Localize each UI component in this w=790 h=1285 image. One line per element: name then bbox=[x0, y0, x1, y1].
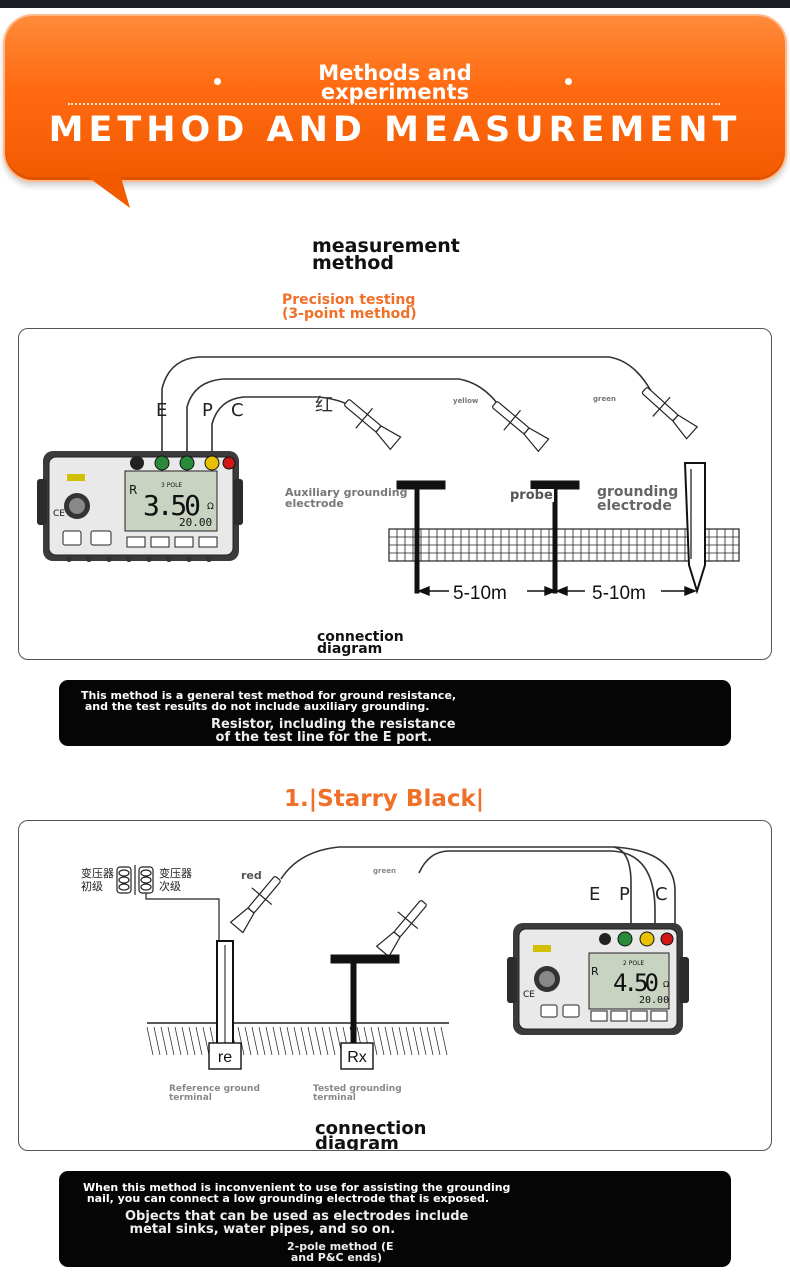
note2-line1: When this method is inconvenient to use … bbox=[83, 1181, 511, 1205]
auxiliary-electrode-label: Auxiliary grounding electrode bbox=[285, 486, 408, 510]
terminal-p bbox=[204, 455, 220, 471]
terminal2-label-p: P bbox=[619, 884, 630, 905]
terminal-label-c: C bbox=[231, 400, 244, 421]
distance-label-1: 5-10m bbox=[453, 583, 507, 604]
grounding-electrode-stake bbox=[683, 462, 706, 595]
terminal2-label-c: C bbox=[655, 884, 668, 905]
clip-label-red: 红 bbox=[315, 395, 333, 416]
svg-text:CE: CE bbox=[523, 990, 535, 1000]
auxiliary-electrode-stake bbox=[396, 480, 446, 594]
distance-markers bbox=[417, 585, 697, 597]
meter-mode: 3 POLE bbox=[161, 482, 182, 489]
terminal-p-2 bbox=[639, 931, 655, 947]
probe-stake bbox=[530, 480, 580, 594]
reference-terminal-label: Reference ground terminal bbox=[169, 1084, 260, 1103]
meter2-r-label: R bbox=[591, 965, 599, 978]
earth-tester-meter-1: CE R 3 POLE 3.50 Ω 20.00 bbox=[37, 451, 243, 562]
banner-title-cn: Methods and experiments bbox=[318, 61, 472, 104]
ground-surface bbox=[146, 1022, 449, 1056]
transformer-primary-label: 变压器 初级 bbox=[81, 867, 114, 893]
clip-label-yellow: yellow bbox=[453, 397, 479, 405]
meter2-mode: 2 POLE bbox=[623, 960, 644, 967]
grounding-electrode-label: grounding electrode bbox=[597, 484, 679, 514]
note-box-2: When this method is inconvenient to use … bbox=[59, 1171, 731, 1267]
banner-dot-right bbox=[565, 78, 572, 85]
test-leads-2 bbox=[280, 846, 676, 933]
banner-tail bbox=[84, 174, 130, 208]
transformer-icon bbox=[116, 865, 220, 941]
transformer-secondary-label: 变压器 次级 bbox=[159, 867, 192, 893]
note-box-1: This method is a general test method for… bbox=[59, 680, 731, 746]
connection-diagram-caption-1: connection diagram bbox=[317, 629, 404, 657]
header-banner: Methods and experiments METHOD AND MEASU… bbox=[0, 14, 790, 214]
note2-line2: Objects that can be used as electrodes i… bbox=[125, 1209, 469, 1237]
ref-box-label: re bbox=[218, 1049, 232, 1066]
reference-electrode bbox=[216, 940, 234, 1052]
earth-tester-meter-2: CE R 2 POLE 4.50 Ω 20.00 bbox=[507, 923, 689, 1035]
connection-diagram-3pole: CE R 3 POLE 3.50 Ω 20.00 E P C 红 yellow … bbox=[18, 328, 772, 660]
crocodile-clips bbox=[344, 387, 699, 453]
test-box bbox=[340, 1042, 374, 1070]
meter2-reading: 4.50 bbox=[613, 969, 659, 997]
note2-line3: 2-pole method (E and P&C ends) bbox=[287, 1240, 394, 1264]
terminal-aux bbox=[130, 456, 144, 470]
ref-box bbox=[208, 1042, 242, 1070]
terminal-p-green bbox=[179, 455, 195, 471]
terminal-c-2 bbox=[660, 932, 674, 946]
meter-r-label: R bbox=[129, 483, 137, 497]
banner-dot-left bbox=[214, 78, 221, 85]
crocodile-clips-2 bbox=[229, 876, 427, 958]
tested-terminal-label: Tested grounding terminal bbox=[313, 1084, 402, 1103]
ground-grid bbox=[388, 528, 740, 562]
section1-subheading: Precision testing (3-point method) bbox=[282, 292, 417, 322]
banner-bubble bbox=[3, 14, 787, 182]
banner-divider bbox=[68, 103, 720, 105]
clip2-label-red: red bbox=[241, 869, 262, 882]
terminal-e bbox=[154, 455, 170, 471]
meter-range: 20.00 bbox=[179, 516, 212, 529]
note1-line2: Resistor, including the resistance of th… bbox=[211, 717, 456, 745]
clip2-label-green: green bbox=[373, 867, 396, 875]
svg-text:CE: CE bbox=[53, 509, 65, 519]
terminal-label-e: E bbox=[156, 400, 167, 421]
note1-line1: This method is a general test method for… bbox=[81, 689, 457, 713]
section1-heading: measurement method bbox=[312, 235, 460, 274]
top-bar bbox=[0, 0, 790, 8]
terminal-c bbox=[222, 456, 236, 470]
meter-unit: Ω bbox=[207, 502, 214, 512]
probe-label: probe bbox=[509, 488, 554, 503]
test-leads bbox=[161, 356, 652, 463]
distance-label-2: 5-10m bbox=[592, 583, 646, 604]
meter2-unit: Ω bbox=[663, 980, 669, 989]
test-box-label: Rx bbox=[347, 1049, 367, 1066]
tested-electrode bbox=[330, 954, 400, 1052]
meter2-range: 20.00 bbox=[639, 995, 669, 1006]
connection-diagram-caption-2: connection diagram bbox=[315, 1118, 427, 1151]
meter-reading: 3.50 bbox=[143, 489, 201, 522]
terminal2-label-e: E bbox=[589, 884, 600, 905]
clip-label-green: green bbox=[593, 395, 616, 403]
terminal-label-p: P bbox=[202, 400, 213, 421]
section2-heading: 1.|Starry Black| bbox=[284, 786, 485, 812]
banner-title-en: METHOD AND MEASUREMENT bbox=[48, 110, 742, 150]
connection-diagram-2pole: re Rx CE R 2 POLE 4.50 Ω bbox=[18, 820, 772, 1151]
terminal-e-2 bbox=[617, 931, 633, 947]
